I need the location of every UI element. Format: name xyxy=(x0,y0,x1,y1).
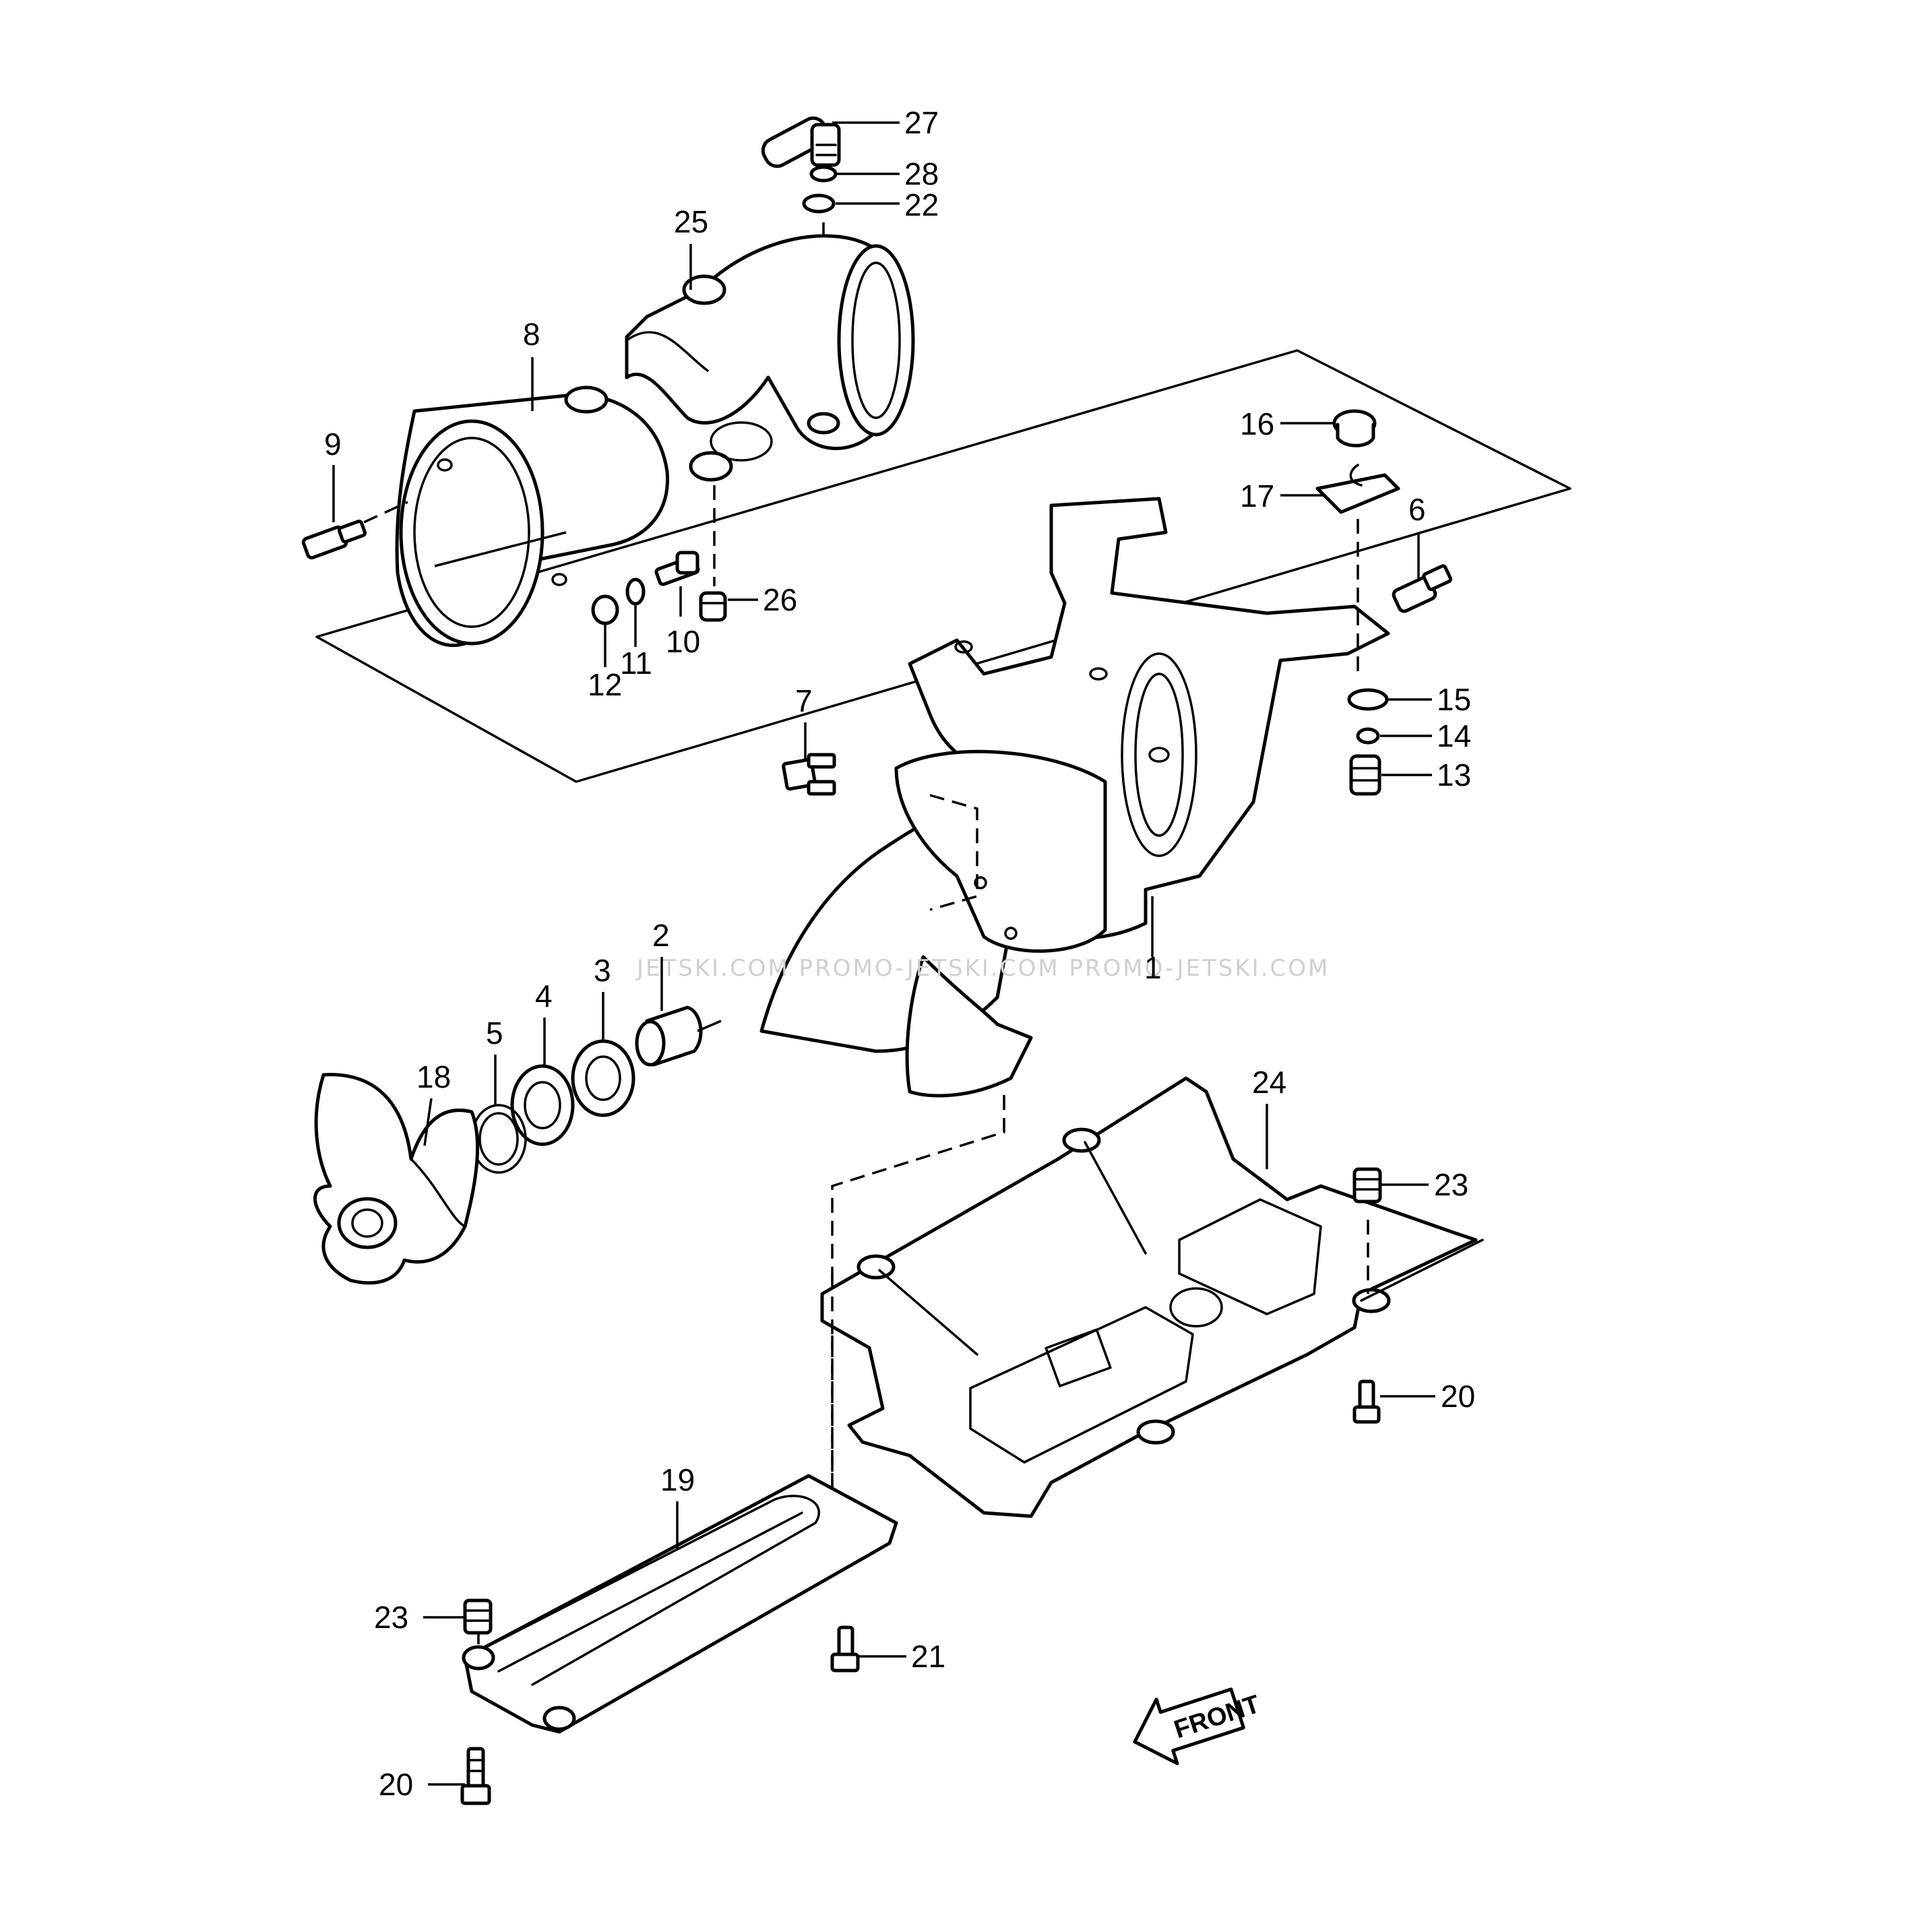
part-23-set-screw-upper xyxy=(1352,1167,1382,1204)
callout-13: 13 xyxy=(1437,757,1471,792)
part-10-bolt xyxy=(654,551,700,586)
callout-20-lower: 20 xyxy=(379,1767,413,1802)
callout-21: 21 xyxy=(911,1639,945,1674)
assembly-frame-upper xyxy=(315,349,1571,783)
callout-14: 14 xyxy=(1437,718,1471,753)
part-16-cap xyxy=(1332,409,1377,447)
part-28-nut xyxy=(809,165,838,183)
part-3-seal xyxy=(571,1039,635,1117)
part-24-ride-plate xyxy=(820,1076,1484,1518)
callout-17: 17 xyxy=(1240,478,1274,513)
part-27-elbow-fitting xyxy=(761,116,841,168)
part-18-impeller xyxy=(313,1073,480,1285)
callout-8: 8 xyxy=(523,317,540,352)
part-5-circlip xyxy=(470,1104,527,1174)
callout-28: 28 xyxy=(904,156,939,191)
callout-26: 26 xyxy=(763,582,797,617)
part-12-washer xyxy=(591,594,619,625)
part-6-fitting xyxy=(1392,564,1452,613)
part-20-bolt-right xyxy=(1352,1379,1381,1424)
part-2-sleeve xyxy=(635,1005,703,1067)
callout-3: 3 xyxy=(594,953,611,988)
callout-24: 24 xyxy=(1252,1065,1286,1100)
part-23-set-screw-lower xyxy=(463,1598,493,1635)
callout-5: 5 xyxy=(486,1016,503,1051)
callout-19: 19 xyxy=(660,1462,695,1497)
callout-25: 25 xyxy=(674,204,708,239)
callout-9: 9 xyxy=(324,427,342,462)
part-17-clip xyxy=(1315,473,1400,514)
callout-10: 10 xyxy=(666,624,700,659)
part-15-washer xyxy=(1347,688,1389,711)
part-22-washer xyxy=(802,193,836,214)
callout-16: 16 xyxy=(1240,406,1274,441)
callout-12: 12 xyxy=(588,667,622,702)
callout-15: 15 xyxy=(1437,682,1471,717)
callout-20-right: 20 xyxy=(1441,1379,1475,1414)
callout-23-lower: 23 xyxy=(374,1600,408,1635)
part-21-bolt xyxy=(830,1625,860,1673)
callout-23-upper: 23 xyxy=(1434,1167,1468,1202)
callout-1: 1 xyxy=(1144,950,1162,985)
callout-27: 27 xyxy=(904,105,939,140)
callout-6: 6 xyxy=(1408,492,1426,527)
part-25-pump-case xyxy=(625,234,915,482)
part-7-fitting xyxy=(782,753,836,796)
callout-4: 4 xyxy=(535,978,553,1014)
leader-lines xyxy=(332,121,1435,1786)
callout-2: 2 xyxy=(652,918,670,953)
callout-7: 7 xyxy=(795,683,813,718)
part-8-pump-housing xyxy=(395,385,669,648)
part-13-bolt xyxy=(1349,754,1381,796)
part-4-bearing xyxy=(510,1064,575,1146)
part-20-bolt-lower xyxy=(460,1747,491,1805)
callout-18: 18 xyxy=(416,1059,451,1094)
part-11-lock-washer xyxy=(625,578,646,606)
watermark-text: JETSKI.COM PROMO-JETSKI.COM PROMO-JETSKI… xyxy=(635,955,1330,982)
part-26-bolt xyxy=(699,591,727,622)
part-1-pump-housing-main xyxy=(759,497,1390,1098)
callout-11: 11 xyxy=(620,646,652,681)
part-19-intake-grate xyxy=(462,1474,898,1734)
front-direction-arrow: FRONT xyxy=(1133,1687,1264,1766)
callout-labels: 27 28 22 25 8 9 16 17 6 26 10 11 12 15 1… xyxy=(324,105,1475,1802)
callout-22: 22 xyxy=(904,187,939,222)
part-9-bolt xyxy=(301,520,367,560)
part-14-lock-washer xyxy=(1356,727,1380,745)
